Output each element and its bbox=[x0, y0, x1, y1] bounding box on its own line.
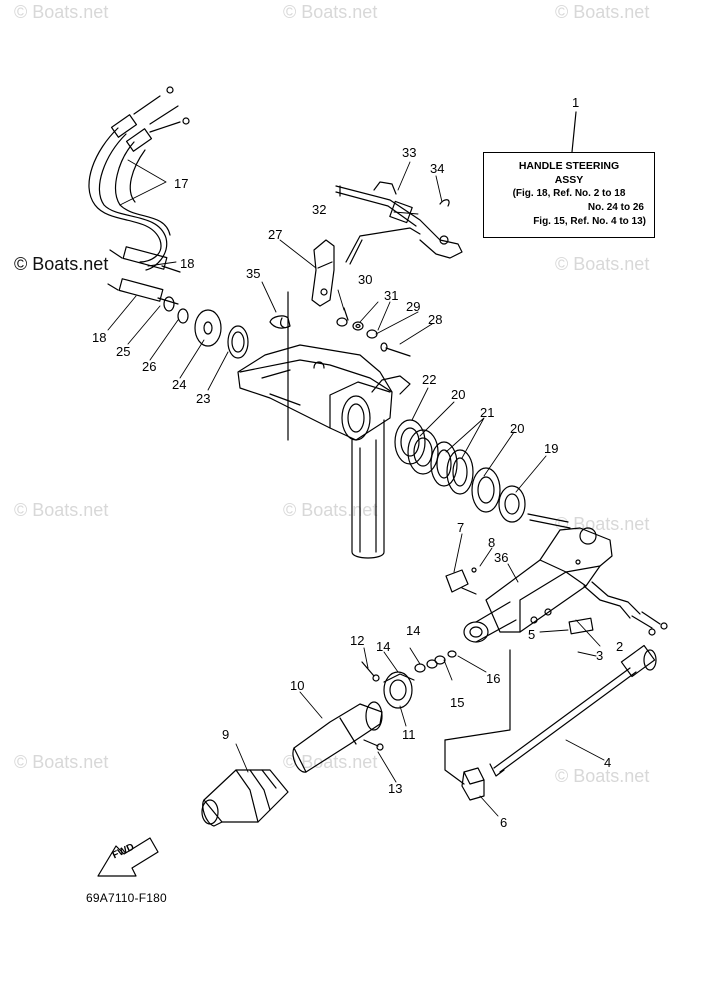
watermark: © Boats.net bbox=[14, 500, 109, 520]
callout-14: 14 bbox=[376, 639, 391, 654]
legend-subtitle: ASSY bbox=[554, 174, 584, 186]
callout-32: 32 bbox=[312, 202, 327, 217]
callout-31: 31 bbox=[384, 288, 399, 303]
column-lines bbox=[269, 291, 291, 441]
throttle-cables bbox=[88, 86, 190, 305]
throttle-shaft bbox=[489, 644, 657, 777]
legend-ref-line-3: Fig. 15, Ref. No. 4 to 13) bbox=[533, 216, 646, 227]
shaft-bracket bbox=[461, 767, 485, 801]
assembly-legend-box: HANDLE STEERING ASSY (Fig. 18, Ref. No. … bbox=[483, 152, 655, 238]
callout-11: 11 bbox=[402, 727, 416, 742]
friction-screw bbox=[445, 567, 477, 595]
watermark: © Boats.net bbox=[555, 766, 650, 786]
watermark: © Boats.net bbox=[14, 2, 109, 22]
callout-30: 30 bbox=[358, 272, 373, 287]
throttle-grip bbox=[201, 769, 289, 827]
thrust-washers bbox=[394, 419, 526, 523]
callout-5: 5 bbox=[528, 627, 536, 642]
callout-17: 17 bbox=[174, 176, 189, 191]
leader-lines bbox=[107, 159, 605, 817]
assembly-lines bbox=[444, 649, 511, 785]
callout-18: 18 bbox=[180, 256, 195, 271]
callout-25: 25 bbox=[116, 344, 131, 359]
watermark: © Boats.net bbox=[283, 500, 378, 520]
callout-10: 10 bbox=[290, 678, 305, 693]
handle-bracket bbox=[463, 513, 668, 643]
callout-16: 16 bbox=[486, 671, 501, 686]
watermark: © Boats.net bbox=[555, 254, 650, 274]
callout-1: 1 bbox=[572, 95, 580, 110]
watermark: © Boats.net bbox=[283, 752, 378, 772]
callout-27: 27 bbox=[268, 227, 283, 242]
callout-34: 34 bbox=[430, 161, 445, 176]
callout-33: 33 bbox=[402, 145, 417, 160]
callout-3: 3 bbox=[596, 648, 604, 663]
callout-15: 15 bbox=[450, 695, 465, 710]
watermark: © Boats.net bbox=[14, 254, 109, 274]
callout-7: 7 bbox=[457, 520, 465, 535]
figure-code: 69A7110-F180 bbox=[86, 891, 167, 905]
callout-2: 2 bbox=[616, 639, 624, 654]
grip-shaft bbox=[292, 701, 383, 773]
fwd-arrow bbox=[97, 837, 159, 877]
throttle-lever bbox=[311, 239, 411, 357]
callout-20: 20 bbox=[510, 421, 525, 436]
watermark: © Boats.net bbox=[555, 2, 650, 22]
legend-title: HANDLE STEERING bbox=[518, 160, 620, 172]
callout-22: 22 bbox=[422, 372, 437, 387]
legend-ref-line-1: (Fig. 18, Ref. No. 2 to 18 bbox=[512, 188, 626, 199]
callout-24: 24 bbox=[172, 377, 187, 392]
callout-26: 26 bbox=[142, 359, 157, 374]
legend-ref-line-2: No. 24 to 26 bbox=[587, 202, 644, 213]
friction-washers bbox=[163, 296, 249, 359]
callout-4: 4 bbox=[604, 755, 612, 770]
callout-36: 36 bbox=[494, 550, 509, 565]
watermark: © Boats.net bbox=[14, 752, 109, 772]
watermark: © Boats.net bbox=[283, 2, 378, 22]
callout-23: 23 bbox=[196, 391, 211, 406]
callout-9: 9 bbox=[222, 727, 230, 742]
callout-19: 19 bbox=[544, 441, 559, 456]
callout-20: 20 bbox=[451, 387, 466, 402]
callout-35: 35 bbox=[246, 266, 261, 281]
callout-8: 8 bbox=[488, 535, 496, 550]
steering-bracket bbox=[237, 344, 411, 559]
callout-29: 29 bbox=[406, 299, 421, 314]
callout-18: 18 bbox=[92, 330, 107, 345]
watermark: © Boats.net bbox=[555, 514, 650, 534]
callout-12: 12 bbox=[350, 633, 365, 648]
callout-6: 6 bbox=[500, 815, 508, 830]
throttle-link bbox=[335, 181, 463, 265]
callout-14: 14 bbox=[406, 623, 421, 638]
callout-28: 28 bbox=[428, 312, 443, 327]
grip-collar bbox=[383, 671, 415, 709]
callout-13: 13 bbox=[388, 781, 403, 796]
callout-21: 21 bbox=[480, 405, 495, 420]
